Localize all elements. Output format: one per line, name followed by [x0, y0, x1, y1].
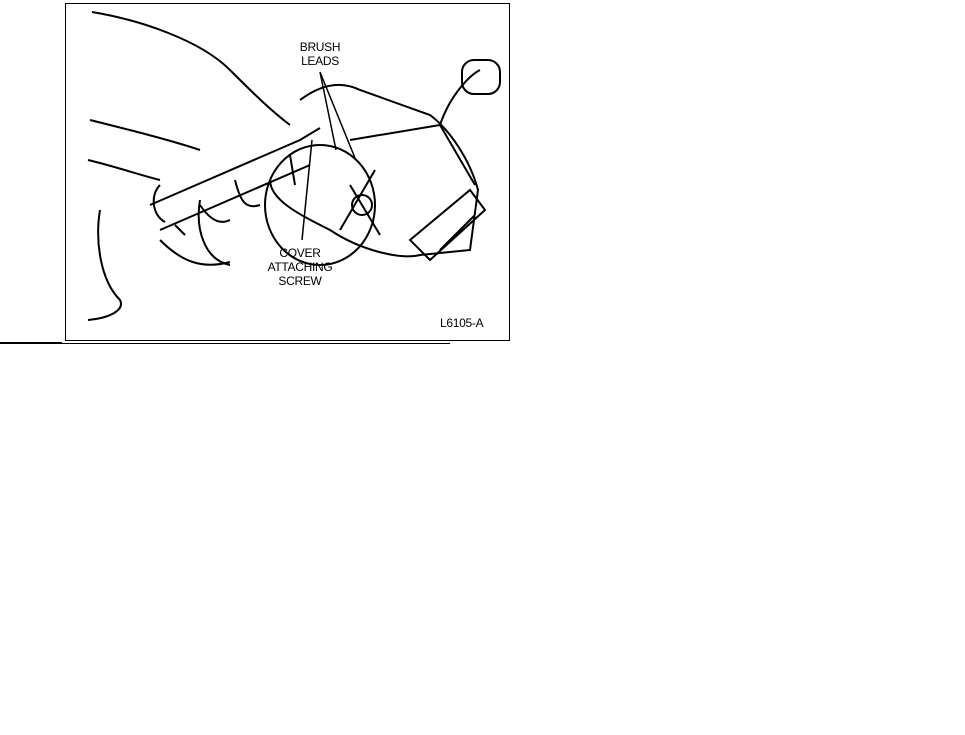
terminal-boot: [461, 59, 501, 95]
bearing: [351, 194, 373, 216]
label-line: COVER: [279, 246, 321, 260]
brush-plate: [408, 188, 487, 262]
motor-housing: [269, 83, 480, 258]
terminal-lead: [349, 69, 481, 186]
screw-leader: [301, 139, 313, 241]
cover-attaching-screw-label: COVER ATTACHING SCREW: [258, 246, 342, 288]
label-line: SCREW: [278, 274, 322, 288]
brush-leads-leader: [319, 71, 356, 159]
divider-rule: [0, 342, 62, 344]
label-line: BRUSH: [299, 40, 341, 54]
figure-id: L6105-A: [440, 316, 484, 330]
hand-outline: [87, 11, 291, 321]
label-line: LEADS: [301, 54, 339, 68]
screwdriver: [149, 127, 321, 236]
label-line: ATTACHING: [267, 260, 333, 274]
motor-end-plate: [264, 144, 376, 266]
brush-spring: [339, 169, 381, 236]
brush-leads-label: BRUSH LEADS: [292, 40, 348, 68]
illustration-frame: [65, 3, 510, 341]
divider-rule: [62, 343, 450, 344]
